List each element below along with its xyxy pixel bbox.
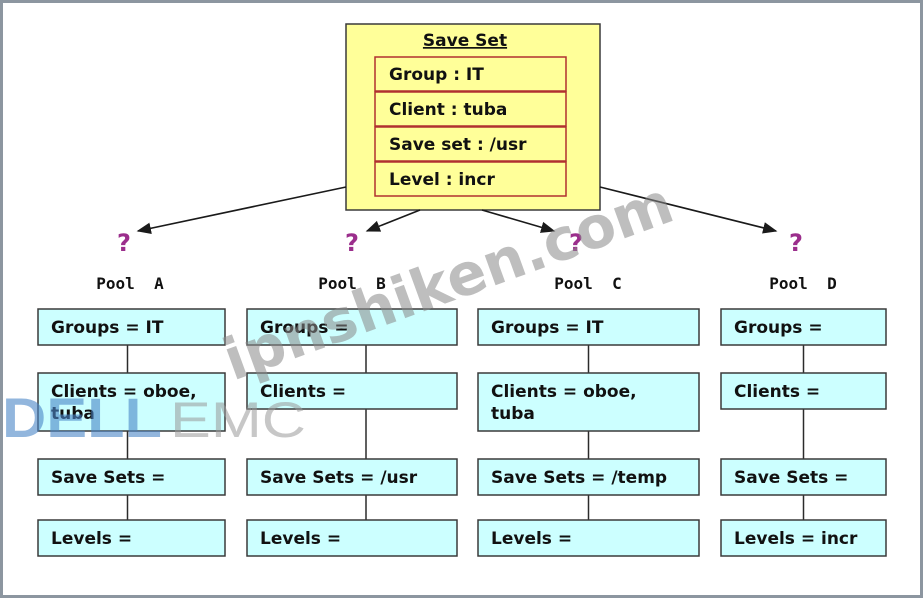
pool-a-levels-box — [37, 519, 226, 557]
pool-c-savesets-box — [477, 458, 700, 496]
question-mark-pool-a: ? — [117, 229, 131, 257]
pool-c-label: Pool C — [554, 274, 621, 293]
pool-d-levels-text: Levels = incr — [734, 529, 858, 549]
pool-a-groups-text: Groups = IT — [51, 318, 164, 338]
save-set-row-group-box — [374, 56, 567, 92]
arrow-to-pool-a — [136, 186, 347, 234]
pool-d-groups-box — [720, 308, 887, 346]
pool-c-clients-text: Clients = oboe, — [491, 382, 637, 402]
save-set-row-client: Client : tuba — [389, 100, 507, 120]
watermark-brand-emc: EMC — [170, 392, 306, 448]
pool-c-clients-box — [477, 372, 700, 432]
question-mark-pool-b: ? — [345, 229, 359, 257]
question-mark-pool-d: ? — [789, 229, 803, 257]
arrow-to-pool-c — [481, 209, 556, 233]
pool-b-savesets-box — [246, 458, 458, 496]
pool-d-clients-text: Clients = — [734, 382, 820, 402]
pool-a-clients-text: Clients = oboe, — [51, 382, 197, 402]
pool-c-clients-text: tuba — [491, 404, 535, 424]
save-set-row-group: Group : IT — [389, 65, 484, 85]
pool-c-groups-box — [477, 308, 700, 346]
pool-b-clients-box — [246, 372, 458, 410]
pool-b-groups-box — [246, 308, 458, 346]
save-set-row-client-box — [374, 91, 567, 127]
pool-c-levels-text: Levels = — [491, 529, 572, 549]
pool-d-groups-text: Groups = — [734, 318, 823, 338]
pool-a-levels-text: Levels = — [51, 529, 132, 549]
save-set-row-saveset: Save set : /usr — [389, 135, 527, 155]
pool-a-label: Pool A — [96, 274, 164, 293]
pool-b-column: Groups = Clients = Save Sets = /usrLevels … — [246, 308, 458, 557]
question-mark-pool-c: ? — [569, 229, 583, 257]
pool-d-column: Groups = Clients = Save Sets = Levels = inc… — [720, 308, 887, 557]
pool-d-clients-box — [720, 372, 887, 410]
pool-c-savesets-text: Save Sets = /temp — [491, 468, 667, 488]
save-set-row-level: Level : incr — [389, 170, 495, 190]
pool-a-clients-box — [37, 372, 226, 432]
pool-b-levels-box — [246, 519, 458, 557]
pool-a-savesets-box — [37, 458, 226, 496]
pool-b-savesets-text: Save Sets = /usr — [260, 468, 418, 488]
save-set-row-saveset-box — [374, 126, 567, 162]
pool-d-savesets-text: Save Sets = — [734, 468, 848, 488]
watermark-brand-dell: DELL — [2, 386, 162, 449]
pool-d-label: Pool D — [769, 274, 836, 293]
pool-a-savesets-text: Save Sets = — [51, 468, 165, 488]
save-set-row-level-box — [374, 161, 567, 197]
pool-c-groups-text: Groups = IT — [491, 318, 604, 338]
arrow-to-pool-b — [365, 209, 421, 232]
pool-d-levels-box — [720, 519, 887, 557]
save-set-box: Save Set Group : IT Client : tuba Save s… — [345, 23, 601, 211]
pool-b-clients-text: Clients = — [260, 382, 346, 402]
pool-c-levels-box — [477, 519, 700, 557]
pool-a-groups-box — [37, 308, 226, 346]
pool-d-savesets-box — [720, 458, 887, 496]
arrow-to-pool-d — [599, 186, 778, 234]
pool-b-levels-text: Levels = — [260, 529, 341, 549]
pool-b-groups-text: Groups = — [260, 318, 349, 338]
save-set-title: Save Set — [423, 31, 507, 51]
pool-b-label: Pool B — [318, 274, 386, 293]
pool-a-clients-text: tuba — [51, 404, 95, 424]
